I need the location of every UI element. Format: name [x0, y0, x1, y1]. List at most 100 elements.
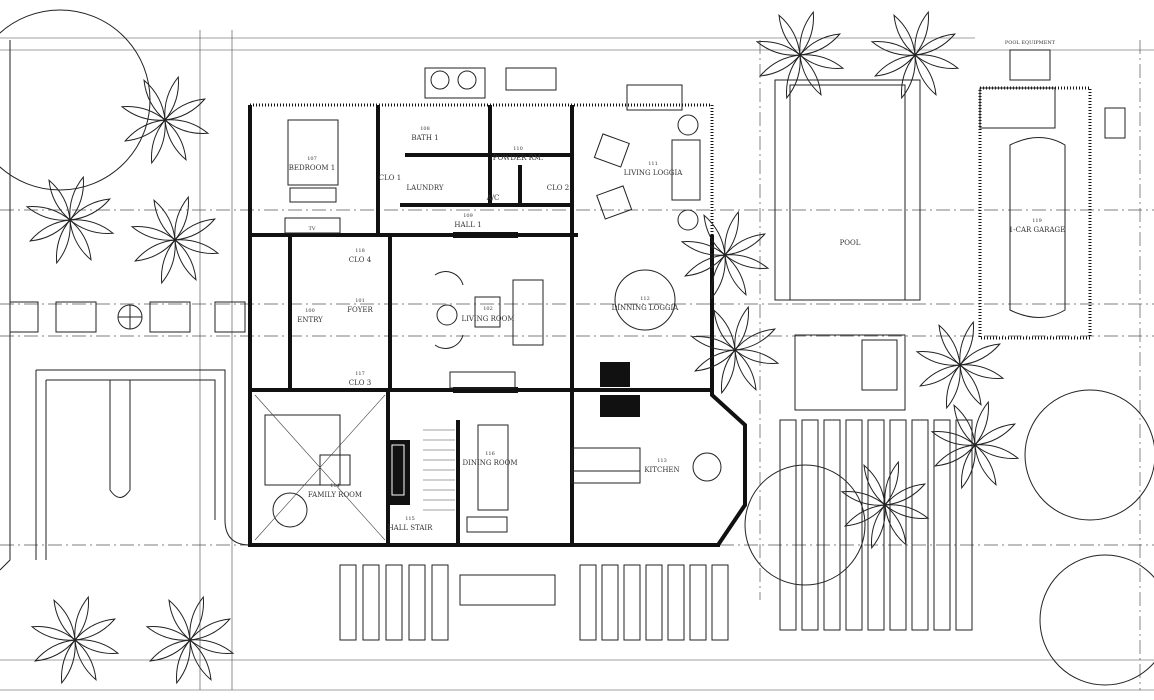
room-number: 118: [355, 248, 365, 254]
palm-frond: [900, 54, 916, 100]
palm-frond: [844, 504, 886, 527]
palm-frond: [164, 119, 210, 135]
palm-frond: [755, 40, 801, 56]
palm-frond: [160, 239, 176, 285]
room-number: 102: [483, 306, 493, 312]
palm-frond: [690, 335, 736, 351]
paver: [779, 419, 797, 631]
palm-frond: [74, 595, 90, 641]
pool-equipment-label: POOL EQUIPMENT: [1005, 40, 1056, 46]
room-number: 108: [420, 126, 430, 132]
room-number: 112: [640, 296, 650, 302]
palm-tree-icon: [120, 75, 210, 165]
palm-frond: [799, 10, 815, 56]
palm-frond: [124, 119, 166, 142]
room-clo-4: CLO 4: [349, 256, 372, 264]
room-bath-1: BATH 1: [411, 134, 438, 142]
room-kitchen: KITCHEN: [644, 466, 679, 474]
palm-frond: [919, 364, 961, 387]
palm-frond: [724, 254, 747, 296]
paver: [889, 419, 907, 631]
room-number: 110: [513, 146, 523, 152]
palm-frond: [734, 328, 776, 351]
tree-canopies: [0, 9, 1154, 686]
room-living-room: LIVING ROOM: [461, 315, 514, 323]
room-number: 107: [307, 156, 317, 162]
paver: [711, 564, 729, 641]
palm-frond: [164, 75, 180, 121]
paver: [579, 564, 597, 641]
pool-area: [774, 49, 1051, 411]
room-foyer: FOYER: [347, 306, 373, 314]
palm-tree-icon: [680, 210, 770, 300]
palm-frond: [150, 119, 166, 165]
palm-frond: [884, 504, 930, 520]
palm-tree-icon: [25, 175, 115, 265]
palm-frond: [914, 54, 960, 70]
room-number: 115: [405, 516, 415, 522]
paver: [623, 564, 641, 641]
palm-trees: [25, 10, 1020, 685]
palm-tree-icon: [30, 595, 120, 685]
palm-frond: [874, 54, 916, 77]
palm-frond: [945, 364, 961, 410]
palm-tree-icon: [840, 460, 930, 550]
palm-frond: [69, 219, 92, 261]
palm-frond: [153, 199, 176, 241]
room-number: 119: [1032, 218, 1042, 224]
palm-frond: [724, 210, 740, 256]
palm-frond: [130, 225, 176, 241]
palm-frond: [914, 10, 930, 56]
palm-frond: [785, 54, 801, 100]
palm-frond: [934, 444, 976, 467]
palm-frond: [69, 175, 85, 221]
room-family-room: FAMILY ROOM: [308, 491, 362, 499]
palm-frond: [145, 625, 191, 641]
palm-frond: [189, 639, 212, 681]
palm-frond: [189, 639, 235, 655]
paver: [459, 574, 556, 606]
room-number: 111: [648, 161, 658, 167]
room-garage: 1-CAR GARAGE: [1009, 226, 1065, 234]
paver: [911, 419, 929, 631]
palm-frond: [74, 639, 97, 681]
palm-frond: [189, 595, 205, 641]
palm-frond: [930, 430, 976, 446]
palm-frond: [778, 14, 801, 56]
room-bedroom-1: BEDROOM 1: [289, 164, 335, 172]
tv-label: TV: [309, 226, 316, 232]
palm-tree-icon: [755, 10, 845, 100]
palm-frond: [734, 349, 780, 365]
palm-frond: [55, 219, 71, 265]
palm-frond: [30, 625, 76, 641]
paver: [955, 419, 973, 631]
palm-frond: [74, 618, 116, 641]
palm-frond: [884, 483, 926, 506]
paver: [601, 564, 619, 641]
palm-frond: [799, 33, 841, 56]
palm-frond: [174, 195, 190, 241]
paver: [408, 564, 426, 641]
furniture: [254, 67, 722, 541]
room-entry: ENTRY: [297, 316, 323, 324]
paver: [645, 564, 663, 641]
palm-frond: [870, 40, 916, 56]
palm-frond: [143, 79, 166, 121]
palm-frond: [29, 219, 71, 242]
palm-frond: [914, 54, 937, 96]
palm-frond: [34, 639, 76, 662]
palm-frond: [959, 364, 1005, 380]
room-number: 100: [305, 308, 315, 314]
paver: [385, 564, 403, 641]
room-ac: A/C: [486, 194, 500, 202]
room-number: 116: [485, 451, 495, 457]
palm-frond: [48, 179, 71, 221]
palm-frond: [724, 254, 770, 270]
room-dinning-loggia: DINNING LOGGIA: [612, 304, 680, 312]
room-hall-1: HALL 1: [454, 221, 481, 229]
palm-frond: [974, 400, 990, 446]
paver: [339, 564, 357, 641]
palm-frond: [53, 599, 76, 641]
palm-frond: [713, 309, 736, 351]
